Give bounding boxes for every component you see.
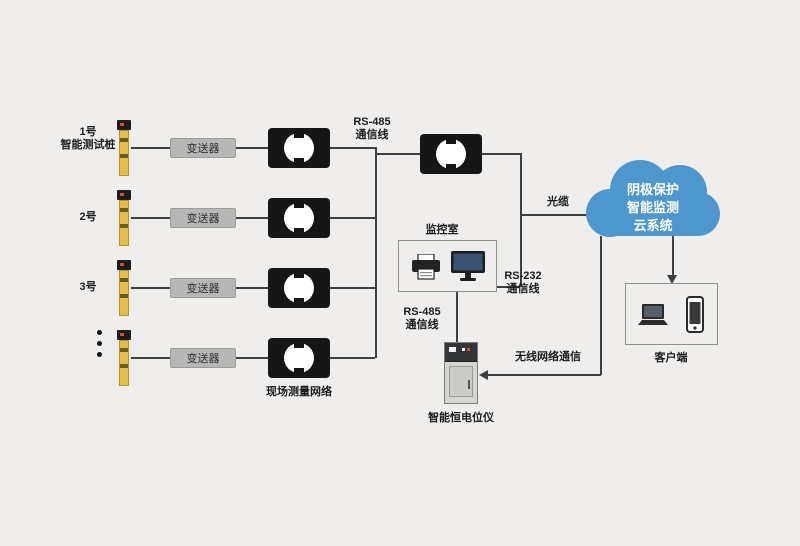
network-coupler-2	[268, 198, 330, 238]
coupler-to-bus-line	[330, 287, 375, 289]
client-box	[625, 283, 718, 345]
hub-to-junction-line	[482, 153, 520, 155]
arrow-left-icon	[479, 370, 488, 380]
more-piles-ellipsis	[97, 330, 102, 363]
rs485-bus-line	[375, 147, 377, 358]
laptop-icon	[638, 304, 668, 325]
potentiostat-label: 智能恒电位仪	[428, 412, 494, 424]
test-pile-1	[117, 120, 131, 176]
coupler-ring-icon	[284, 271, 314, 305]
cloud-label: 阴极保护 智能监测 云系统	[626, 182, 679, 233]
smartphone-icon	[686, 296, 704, 333]
client-label: 客户端	[654, 352, 688, 364]
coupler-to-bus-line	[330, 147, 375, 149]
test-pile-2	[117, 190, 131, 246]
pile-to-transmitter-line	[131, 217, 170, 219]
optical-cable-label: 光缆	[547, 196, 569, 208]
cloud-icon	[586, 160, 720, 237]
pile-led-icon	[120, 263, 124, 266]
pile-head-icon	[117, 190, 131, 200]
transmitter-4: 变送器	[170, 348, 236, 368]
network-coupler-3	[268, 268, 330, 308]
cabinet-handle-icon	[468, 380, 470, 390]
transmitter-1: 变送器	[170, 138, 236, 158]
rs232-line	[497, 286, 520, 288]
pile-2-label: 2号	[79, 211, 97, 223]
pile-3-label: 3号	[79, 281, 97, 293]
monitor-to-potentiostat-line	[456, 292, 458, 342]
transmitter-to-coupler-line	[236, 357, 268, 359]
network-coupler-4	[268, 338, 330, 378]
cabinet-control-panel	[445, 343, 477, 362]
test-pile-3	[117, 260, 131, 316]
pile-head-icon	[117, 120, 131, 130]
wireless-label: 无线网络通信	[515, 351, 581, 363]
pile-body	[119, 340, 129, 386]
arrow-down-icon	[667, 275, 677, 284]
test-pile-4	[117, 330, 131, 386]
transmitter-2: 变送器	[170, 208, 236, 228]
pile-to-transmitter-line	[131, 287, 170, 289]
cloud-to-wireless-vertical-line	[600, 236, 602, 375]
pile-to-transmitter-line	[131, 357, 170, 359]
coupler-to-bus-line	[330, 217, 375, 219]
rs485-drop-label: RS-485 通信线	[403, 306, 441, 331]
pile-head-icon	[117, 260, 131, 270]
monitor-icon	[451, 251, 485, 281]
field-network-label: 现场测量网络	[266, 386, 332, 398]
cabinet-led-white-icon	[462, 348, 465, 351]
printer-icon	[412, 254, 440, 280]
bus-to-hub-line	[375, 153, 420, 155]
coupler-ring-icon	[284, 341, 314, 375]
optical-cable-line	[520, 214, 592, 216]
pile-led-icon	[120, 193, 124, 196]
transmitter-to-coupler-line	[236, 287, 268, 289]
coupler-ring-icon	[284, 131, 314, 165]
pile-to-transmitter-line	[131, 147, 170, 149]
coupler-to-bus-line	[330, 357, 375, 359]
rs232-label: RS-232 通信线	[504, 270, 542, 295]
network-coupler-hub	[420, 134, 482, 174]
transmitter-to-coupler-line	[236, 217, 268, 219]
cloud-to-client-line	[672, 236, 674, 276]
cabinet-display-icon	[449, 347, 456, 352]
transmitter-3: 变送器	[170, 278, 236, 298]
junction-vertical-line	[520, 153, 522, 287]
monitoring-room-label: 监控室	[425, 224, 459, 236]
pile-body	[119, 130, 129, 176]
transmitter-to-coupler-line	[236, 147, 268, 149]
cabinet-body	[445, 362, 477, 403]
network-coupler-1	[268, 128, 330, 168]
pile-body	[119, 270, 129, 316]
rs485-bus-label: RS-485 通信线	[353, 116, 391, 141]
pile-head-icon	[117, 330, 131, 340]
potentiostat-cabinet	[444, 342, 478, 404]
cabinet-led-red-icon	[467, 348, 470, 351]
wireless-horizontal-line	[488, 374, 601, 376]
pile-body	[119, 200, 129, 246]
pile-led-icon	[120, 333, 124, 336]
pile-led-icon	[120, 123, 124, 126]
pile-1-label: 1号 智能测试桩	[60, 126, 116, 151]
coupler-ring-icon	[284, 201, 314, 235]
monitoring-room-box	[398, 240, 497, 292]
coupler-ring-icon	[436, 137, 466, 171]
